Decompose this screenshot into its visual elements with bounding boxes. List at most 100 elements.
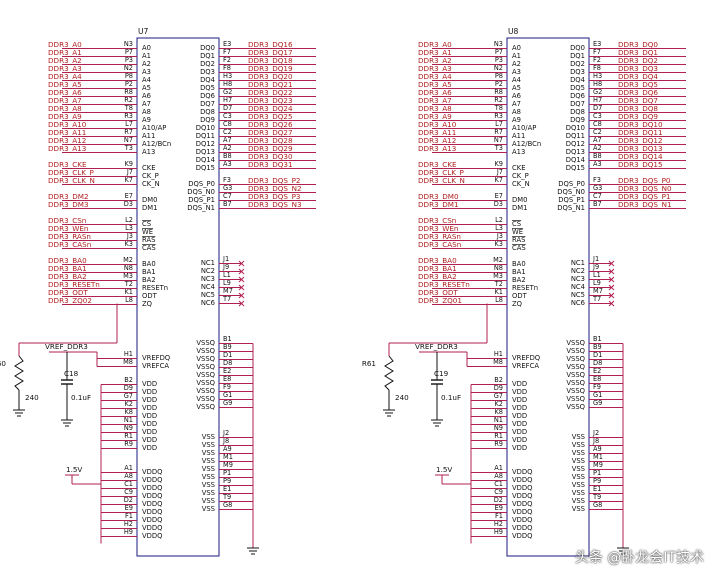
pin-function: VSS — [572, 505, 585, 513]
pin-number: C9 — [494, 488, 503, 496]
pin-number: G7 — [494, 392, 503, 400]
pin-number: T9 — [592, 493, 601, 501]
pin-number: M3 — [123, 272, 133, 280]
pin-function: NC6 — [571, 299, 585, 307]
pin-number: E2 — [223, 367, 231, 375]
net-label: DDR3_WEn — [418, 224, 458, 233]
pin-function: RAS — [142, 236, 155, 244]
pin-number: C9 — [124, 488, 133, 496]
pin-number: P7 — [495, 48, 503, 56]
pin-function: DQS_P1 — [188, 196, 215, 204]
pin-number: A8 — [124, 472, 133, 480]
pin-function: VSS — [202, 481, 215, 489]
net-label: DDR3_DQ14 — [618, 152, 663, 161]
pin-number: L1 — [593, 271, 601, 279]
resistor-icon — [14, 355, 24, 391]
net-label: DDR3_A10 — [418, 120, 457, 129]
resistor-ref: R60 — [0, 359, 6, 368]
pin-number: K8 — [124, 408, 133, 416]
pin-function: A11 — [512, 132, 525, 140]
pin-function: VDDQ — [142, 476, 162, 484]
net-label: DDR3_A1 — [48, 48, 82, 57]
net-label: DDR3_A12 — [418, 136, 456, 145]
net-label: DDR3_DQS_N0 — [618, 184, 672, 193]
pin-number: L3 — [125, 224, 133, 232]
pin-number: M2 — [123, 256, 133, 264]
pin-number: L3 — [495, 224, 503, 232]
pin-function: VSS — [202, 505, 215, 513]
net-label: DDR3_ODT — [418, 288, 458, 297]
net-label: DDR3_CSn — [48, 216, 86, 225]
pin-number: A8 — [494, 472, 503, 480]
pin-function: ODT — [512, 292, 528, 300]
pin-number: T2 — [494, 280, 503, 288]
pin-function: VSS — [572, 489, 585, 497]
supply-1v5: 1.5V — [435, 465, 471, 485]
no-connect-mark — [238, 300, 245, 307]
pin-function: ZQ — [142, 300, 152, 308]
pin-number: C7 — [593, 192, 602, 200]
pin-number: C2 — [593, 128, 602, 136]
no-connect-mark — [238, 268, 245, 275]
pin-number: P1 — [223, 469, 231, 477]
pin-number: R7 — [124, 128, 133, 136]
pin-function: A7 — [512, 100, 521, 108]
net-label: DDR3_DM2 — [48, 192, 89, 201]
pin-number: M7 — [223, 287, 233, 295]
net-label: DDR3_A1 — [418, 48, 452, 57]
pin-number: L1 — [223, 271, 231, 279]
ground-icon — [247, 547, 259, 555]
net-label: DDR3_ZQ02 — [48, 296, 92, 305]
pin-number: D7 — [593, 104, 602, 112]
pin-function: BA2 — [142, 276, 156, 284]
pin-function: VDDQ — [512, 524, 532, 532]
pin-number: M7 — [593, 287, 603, 295]
pin-function: VDD — [142, 444, 157, 452]
capacitor-ref: C19 — [434, 369, 449, 378]
pin-function: DQS_P1 — [558, 196, 585, 204]
pin-function: VSSQ — [566, 387, 585, 395]
pin-function: DQ6 — [570, 92, 585, 100]
pin-function: BA0 — [142, 260, 156, 268]
pin-function: BA0 — [512, 260, 526, 268]
pin-number: K1 — [124, 288, 133, 296]
pin-number: R3 — [124, 112, 133, 120]
net-label: DDR3_A0 — [418, 40, 452, 49]
pin-function: CKE — [512, 164, 526, 172]
pin-function: VSSQ — [196, 379, 215, 387]
pin-function: VDD — [512, 388, 527, 396]
pin-function: VREFDQ — [142, 354, 170, 362]
pin-function: VDD — [512, 380, 527, 388]
pin-function: BA1 — [142, 268, 156, 276]
pin-function: DQ2 — [200, 60, 215, 68]
